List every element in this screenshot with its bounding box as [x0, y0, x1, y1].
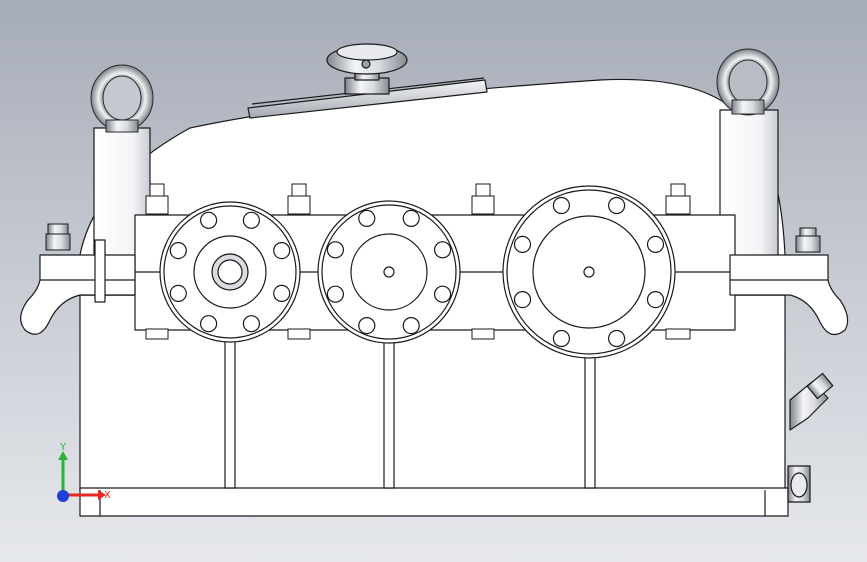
cap-bolt	[242, 211, 260, 229]
cap-bolt	[513, 291, 532, 309]
base-plate	[79, 487, 789, 517]
cap-bolt	[434, 241, 452, 259]
bearing-cap-intermediate[interactable]	[317, 200, 461, 344]
cap-bolt	[326, 241, 344, 259]
rib-1	[224, 329, 236, 489]
shaft-bore	[383, 266, 395, 278]
inspection-cover	[247, 79, 488, 119]
cap-bolt	[552, 196, 571, 215]
cap-bolt	[200, 315, 218, 333]
cap-bolt	[402, 317, 420, 335]
z-axis-dot	[57, 490, 69, 502]
y-axis-arrow	[58, 451, 68, 460]
drain-plug	[787, 465, 811, 503]
cap-bolt	[242, 315, 260, 333]
cap-bolt	[169, 242, 187, 260]
side-lug-right	[729, 254, 849, 336]
rib-3	[584, 354, 596, 489]
breather-cap	[326, 43, 408, 95]
cap-bolt	[607, 329, 626, 348]
shaft-bore	[583, 266, 595, 278]
cap-bolt	[402, 209, 420, 227]
cap-bolt	[434, 285, 452, 303]
cap-bolt	[552, 329, 571, 348]
cap-bolt	[358, 209, 376, 227]
cap-bolt	[169, 284, 187, 302]
cap-bolt	[646, 291, 665, 309]
cap-bolt	[358, 317, 376, 335]
oil-gauge	[789, 372, 834, 431]
cap-bolt	[646, 235, 665, 253]
flange-bolts	[45, 183, 821, 340]
axis-triad[interactable]: X Y	[48, 440, 118, 510]
bearing-cap-input[interactable]	[159, 201, 301, 343]
eye-bolt-right[interactable]	[716, 48, 780, 116]
cap-bolt	[200, 211, 218, 229]
cap-bolt	[607, 196, 626, 215]
bearing-cap-output[interactable]	[502, 185, 676, 359]
eye-bolt-left[interactable]	[90, 64, 154, 133]
side-lug-left	[20, 254, 136, 335]
x-axis-label: X	[104, 490, 111, 501]
cap-bolt	[513, 235, 532, 253]
rib-2	[383, 329, 395, 489]
cap-bolt	[273, 242, 291, 260]
y-axis-label: Y	[59, 442, 67, 453]
x-axis-arrow	[98, 490, 106, 500]
cap-bolt	[326, 285, 344, 303]
cap-bolt	[273, 284, 291, 302]
